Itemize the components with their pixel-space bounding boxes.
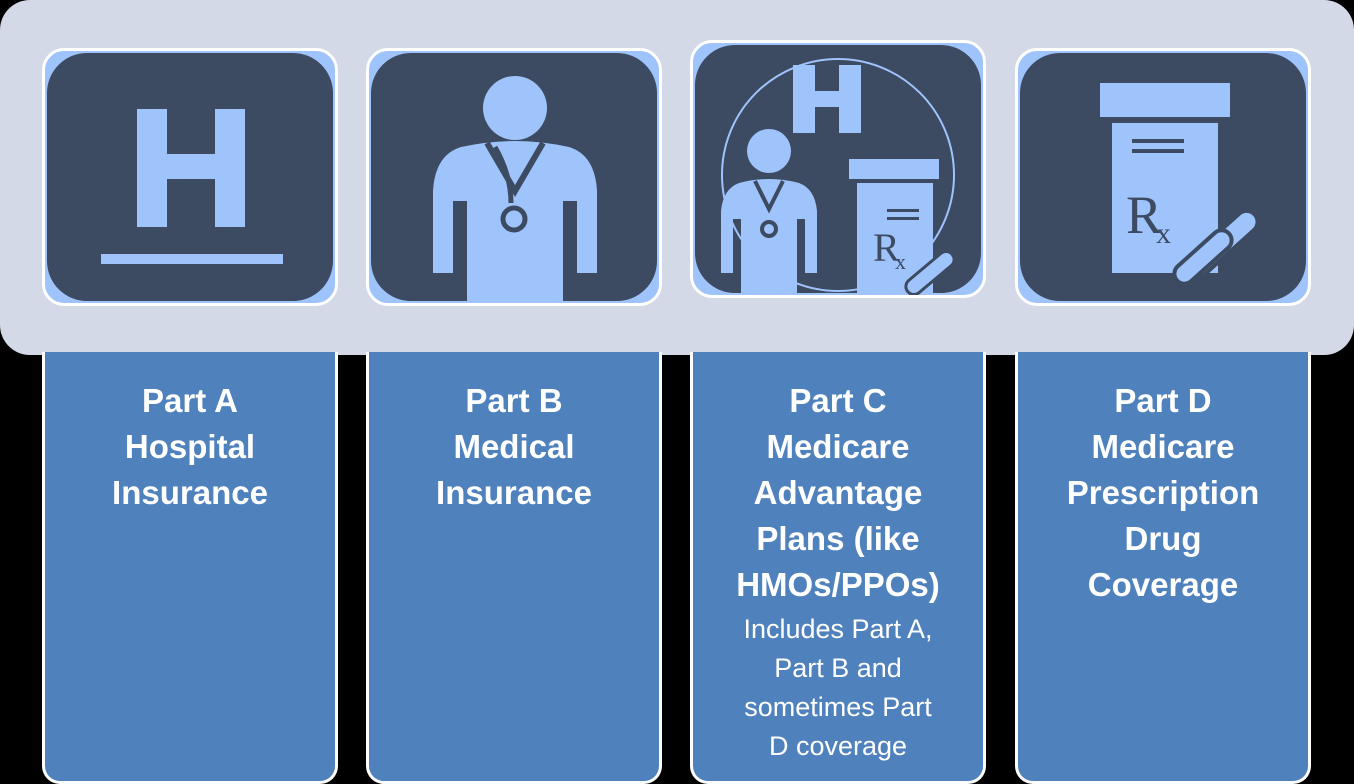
svg-text:x: x: [895, 249, 906, 274]
part-b-label-panel: Part B Medical Insurance: [366, 352, 662, 784]
part-b-title-line: Part B: [465, 382, 563, 419]
doctor-stethoscope-icon: [371, 53, 657, 303]
part-a-title: Part A Hospital Insurance: [45, 378, 335, 516]
svg-text:R: R: [873, 225, 900, 270]
part-c-title-line: Plans (like: [756, 520, 920, 557]
part-d-title-line: Coverage: [1087, 566, 1239, 603]
part-c-title-line: Part C: [789, 382, 887, 419]
part-b-icon-tile: [366, 48, 662, 306]
part-d-title-line: Prescription: [1066, 474, 1260, 511]
part-c-title-line: HMOs/PPOs): [736, 566, 940, 603]
part-c-note-line: sometimes Part: [744, 692, 932, 722]
svg-text:R: R: [1126, 185, 1162, 245]
part-c-title-line: Medicare: [766, 428, 910, 465]
part-d-title: Part D Medicare Prescription Drug Covera…: [1018, 378, 1308, 608]
prescription-bottle-pills-icon: R x: [1020, 53, 1306, 301]
hospital-h-icon: [47, 53, 333, 301]
part-a-title-line: Part A: [142, 382, 238, 419]
part-b-title-line: Medical: [453, 428, 575, 465]
part-d-label-panel: Part D Medicare Prescription Drug Covera…: [1015, 352, 1311, 784]
part-a-label-panel: Part A Hospital Insurance: [42, 352, 338, 784]
part-d-title-line: Part D: [1114, 382, 1212, 419]
part-c-icon-tile: R x: [690, 40, 986, 298]
hospital-doctor-prescription-icon: R x: [695, 45, 981, 295]
part-b-title: Part B Medical Insurance: [369, 378, 659, 516]
svg-text:x: x: [1156, 217, 1171, 250]
part-d-title-line: Medicare: [1091, 428, 1235, 465]
part-c-title: Part C Medicare Advantage Plans (like HM…: [693, 378, 983, 608]
part-c-label-panel: Part C Medicare Advantage Plans (like HM…: [690, 352, 986, 784]
part-c-note-line: Part B and: [774, 653, 902, 683]
part-c-note-line: D coverage: [768, 731, 908, 761]
part-d-title-line: Drug: [1124, 520, 1202, 557]
part-c-title-line: Advantage: [753, 474, 923, 511]
part-b-title-line: Insurance: [436, 474, 592, 511]
part-a-title-line: Insurance: [112, 474, 268, 511]
part-a-title-line: Hospital: [124, 428, 256, 465]
part-d-icon-tile: R x: [1015, 48, 1311, 306]
part-a-icon-tile: [42, 48, 338, 306]
part-c-note-line: Includes Part A,: [743, 614, 933, 644]
part-c-note: Includes Part A, Part B and sometimes Pa…: [693, 610, 983, 766]
